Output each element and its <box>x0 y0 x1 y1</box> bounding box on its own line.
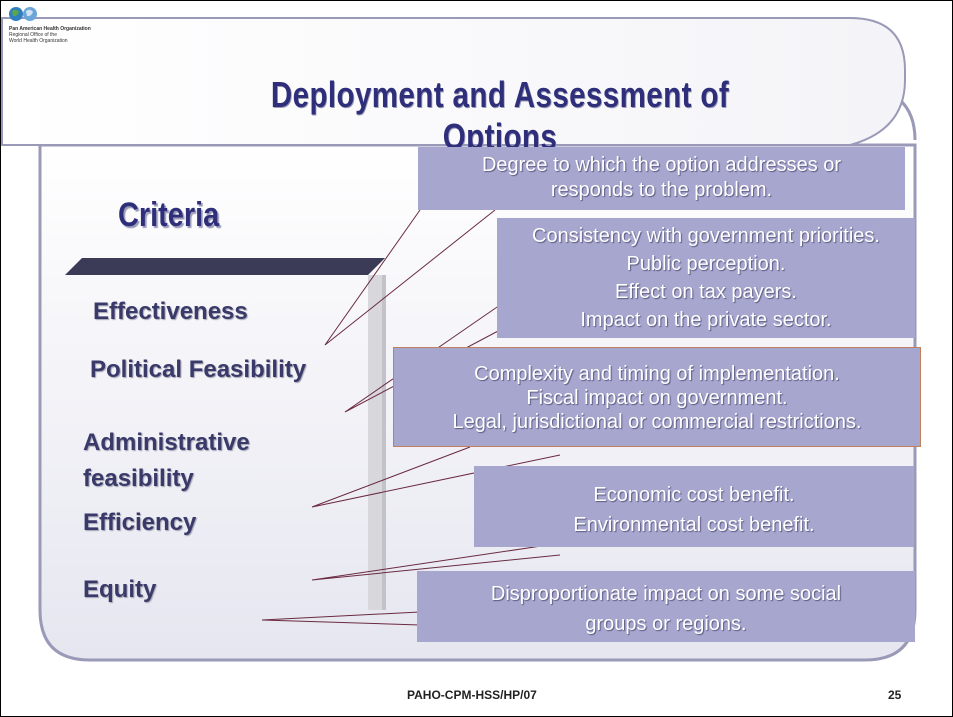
org-sub2: World Health Organization <box>9 38 68 44</box>
criterion-equity: Equity <box>83 576 157 603</box>
logo <box>8 5 38 28</box>
criterion-political-feasibility: Political Feasibility <box>90 356 307 383</box>
callout-political-feasibility: Consistency with government priorities. … <box>497 218 915 338</box>
callout-effectiveness: Degree to which the option addresses or … <box>418 147 905 210</box>
callout-line: Public perception. <box>626 253 786 275</box>
page-number: 25 <box>888 688 902 702</box>
callout-line: groups or regions. <box>585 613 747 635</box>
callout-efficiency: Economic cost benefit. Environmental cos… <box>474 466 914 547</box>
callout-line: Effect on tax payers. <box>615 281 797 303</box>
criterion-efficiency: Efficiency <box>83 509 197 536</box>
callout-line: Complexity and timing of implementation. <box>474 363 840 385</box>
globe-icon <box>9 7 37 21</box>
callout-line: Fiscal impact on government. <box>526 387 788 409</box>
logo-text: Pan American Health Organization Regiona… <box>9 26 91 44</box>
callout-line: responds to the problem. <box>550 179 773 201</box>
callout-line: Degree to which the option addresses or <box>481 154 842 176</box>
criterion-effectiveness: Effectiveness <box>93 298 248 325</box>
criteria-heading: Criteria <box>118 196 220 234</box>
org-name: Pan American Health Organization <box>9 26 91 32</box>
callout-line: Impact on the private sector. <box>580 309 832 331</box>
footer-code: PAHO-CPM-HSS/HP/07 <box>407 688 537 702</box>
callout-line: Disproportionate impact on some social <box>490 583 842 605</box>
criterion-administrative-feasibility: Administrative feasibility <box>83 429 250 492</box>
org-sub1: Regional Office of the <box>9 32 57 38</box>
slide-title: Deployment and Assessment of Options <box>270 74 730 157</box>
callout-line: Consistency with government priorities. <box>532 225 880 247</box>
callout-line: Legal, jurisdictional or commercial rest… <box>452 411 862 433</box>
callout-administrative-feasibility: Complexity and timing of implementation.… <box>393 347 921 447</box>
callout-line: Environmental cost benefit. <box>573 514 815 536</box>
callout-line: Economic cost benefit. <box>593 484 795 506</box>
callout-equity: Disproportionate impact on some social g… <box>417 571 915 642</box>
